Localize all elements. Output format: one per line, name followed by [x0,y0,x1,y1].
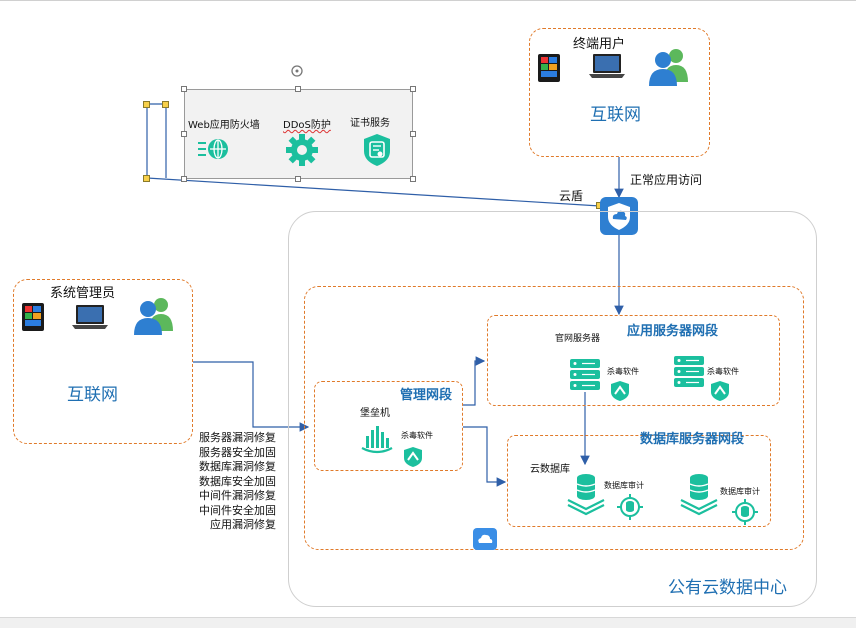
app-segment-title: 应用服务器网段 [627,324,719,339]
antivirus-icon [711,381,729,401]
db-audit-label-1: 数据库审计 [604,481,644,490]
top-border [0,0,856,1]
bastion-icon [361,426,393,454]
bottom-scrollbar[interactable] [0,617,856,628]
certificate-icon [364,134,390,166]
resize-handle[interactable] [410,86,416,92]
db-audit-icon [732,499,758,525]
app-segment-box [487,315,780,406]
connector-handle[interactable] [143,101,150,108]
web-server-label: 官网服务器 [555,334,601,344]
cert-label: 证书服务 [350,118,390,129]
users-icon [134,298,173,335]
admin-task-item: 数据库漏洞修复 [199,460,276,473]
vpc-cloud-icon [473,528,497,550]
cloud-db-label: 云数据库 [530,464,570,475]
database-icon [680,474,718,516]
admin-task-item: 服务器安全加固 [199,445,276,459]
datacenter-label: 公有云数据中心 [668,578,787,598]
admin-task-item: 数据库安全加固 [199,474,276,488]
resize-handle[interactable] [410,131,416,137]
antivirus-icon [611,381,629,401]
admin-box [13,279,193,444]
db-segment-box [507,435,771,527]
resize-handle[interactable] [181,176,187,182]
admin-task-list: 服务器漏洞修复 服务器安全加固 数据库漏洞修复 数据库安全加固 中间件漏洞修复 … [188,431,276,533]
admin-internet-label: 互联网 [67,385,118,405]
connector-handle[interactable] [162,101,169,108]
resize-handle[interactable] [295,86,301,92]
admin-task-item: 应用漏洞修复 [210,518,276,531]
connector-handle[interactable] [143,175,150,182]
service-to-shield-line [146,177,601,207]
laptop-icon [72,305,108,329]
database-icon [567,474,605,516]
datacenter-box [288,211,817,607]
end-user-internet-label: 互联网 [590,105,641,125]
bastion-label: 堡垒机 [360,408,390,419]
vpc-box [304,286,804,550]
cloud-shield-icon [600,197,638,235]
resize-handle[interactable] [295,176,301,182]
app-antivirus-label-1: 杀毒软件 [607,367,639,376]
resize-handle[interactable] [181,131,187,137]
mgmt-to-db-arrow [463,426,507,487]
ddos-label: DDoS防护 [283,120,331,131]
server-icon [570,359,600,390]
resize-handle[interactable] [181,86,187,92]
end-user-title: 终端用户 [573,37,626,52]
antivirus-icon [404,447,422,467]
tablet-icon [22,303,44,331]
end-user-box [529,28,710,157]
server-icon [674,356,704,387]
admin-task-item: 中间件漏洞修复 [199,489,276,502]
admin-title: 系统管理员 [50,286,116,301]
laptop-icon [589,54,625,78]
waf-label: Web应用防火墙 [188,120,260,131]
db-segment-title: 数据库服务器网段 [640,432,745,447]
mgmt-antivirus-label: 杀毒软件 [401,431,433,440]
mgmt-segment-title: 管理网段 [400,388,453,403]
normal-access-label: 正常应用访问 [630,173,703,187]
resize-handle[interactable] [410,176,416,182]
db-audit-label-2: 数据库审计 [720,487,760,496]
app-antivirus-label-2: 杀毒软件 [707,367,739,376]
admin-task-item: 服务器漏洞修复 [199,431,276,444]
mgmt-to-app-arrow [463,356,486,406]
tablet-icon [538,54,560,82]
cloud-shield-label: 云盾 [559,189,584,203]
db-audit-icon [617,494,643,520]
admin-to-mgmt-arrow [193,361,310,432]
admin-task-item: 中间件安全加固 [199,503,276,517]
mgmt-segment-box [314,381,463,471]
rotate-handle-icon[interactable] [290,64,304,78]
users-icon [649,49,688,86]
waf-icon [198,139,228,159]
gear-icon [286,134,318,166]
